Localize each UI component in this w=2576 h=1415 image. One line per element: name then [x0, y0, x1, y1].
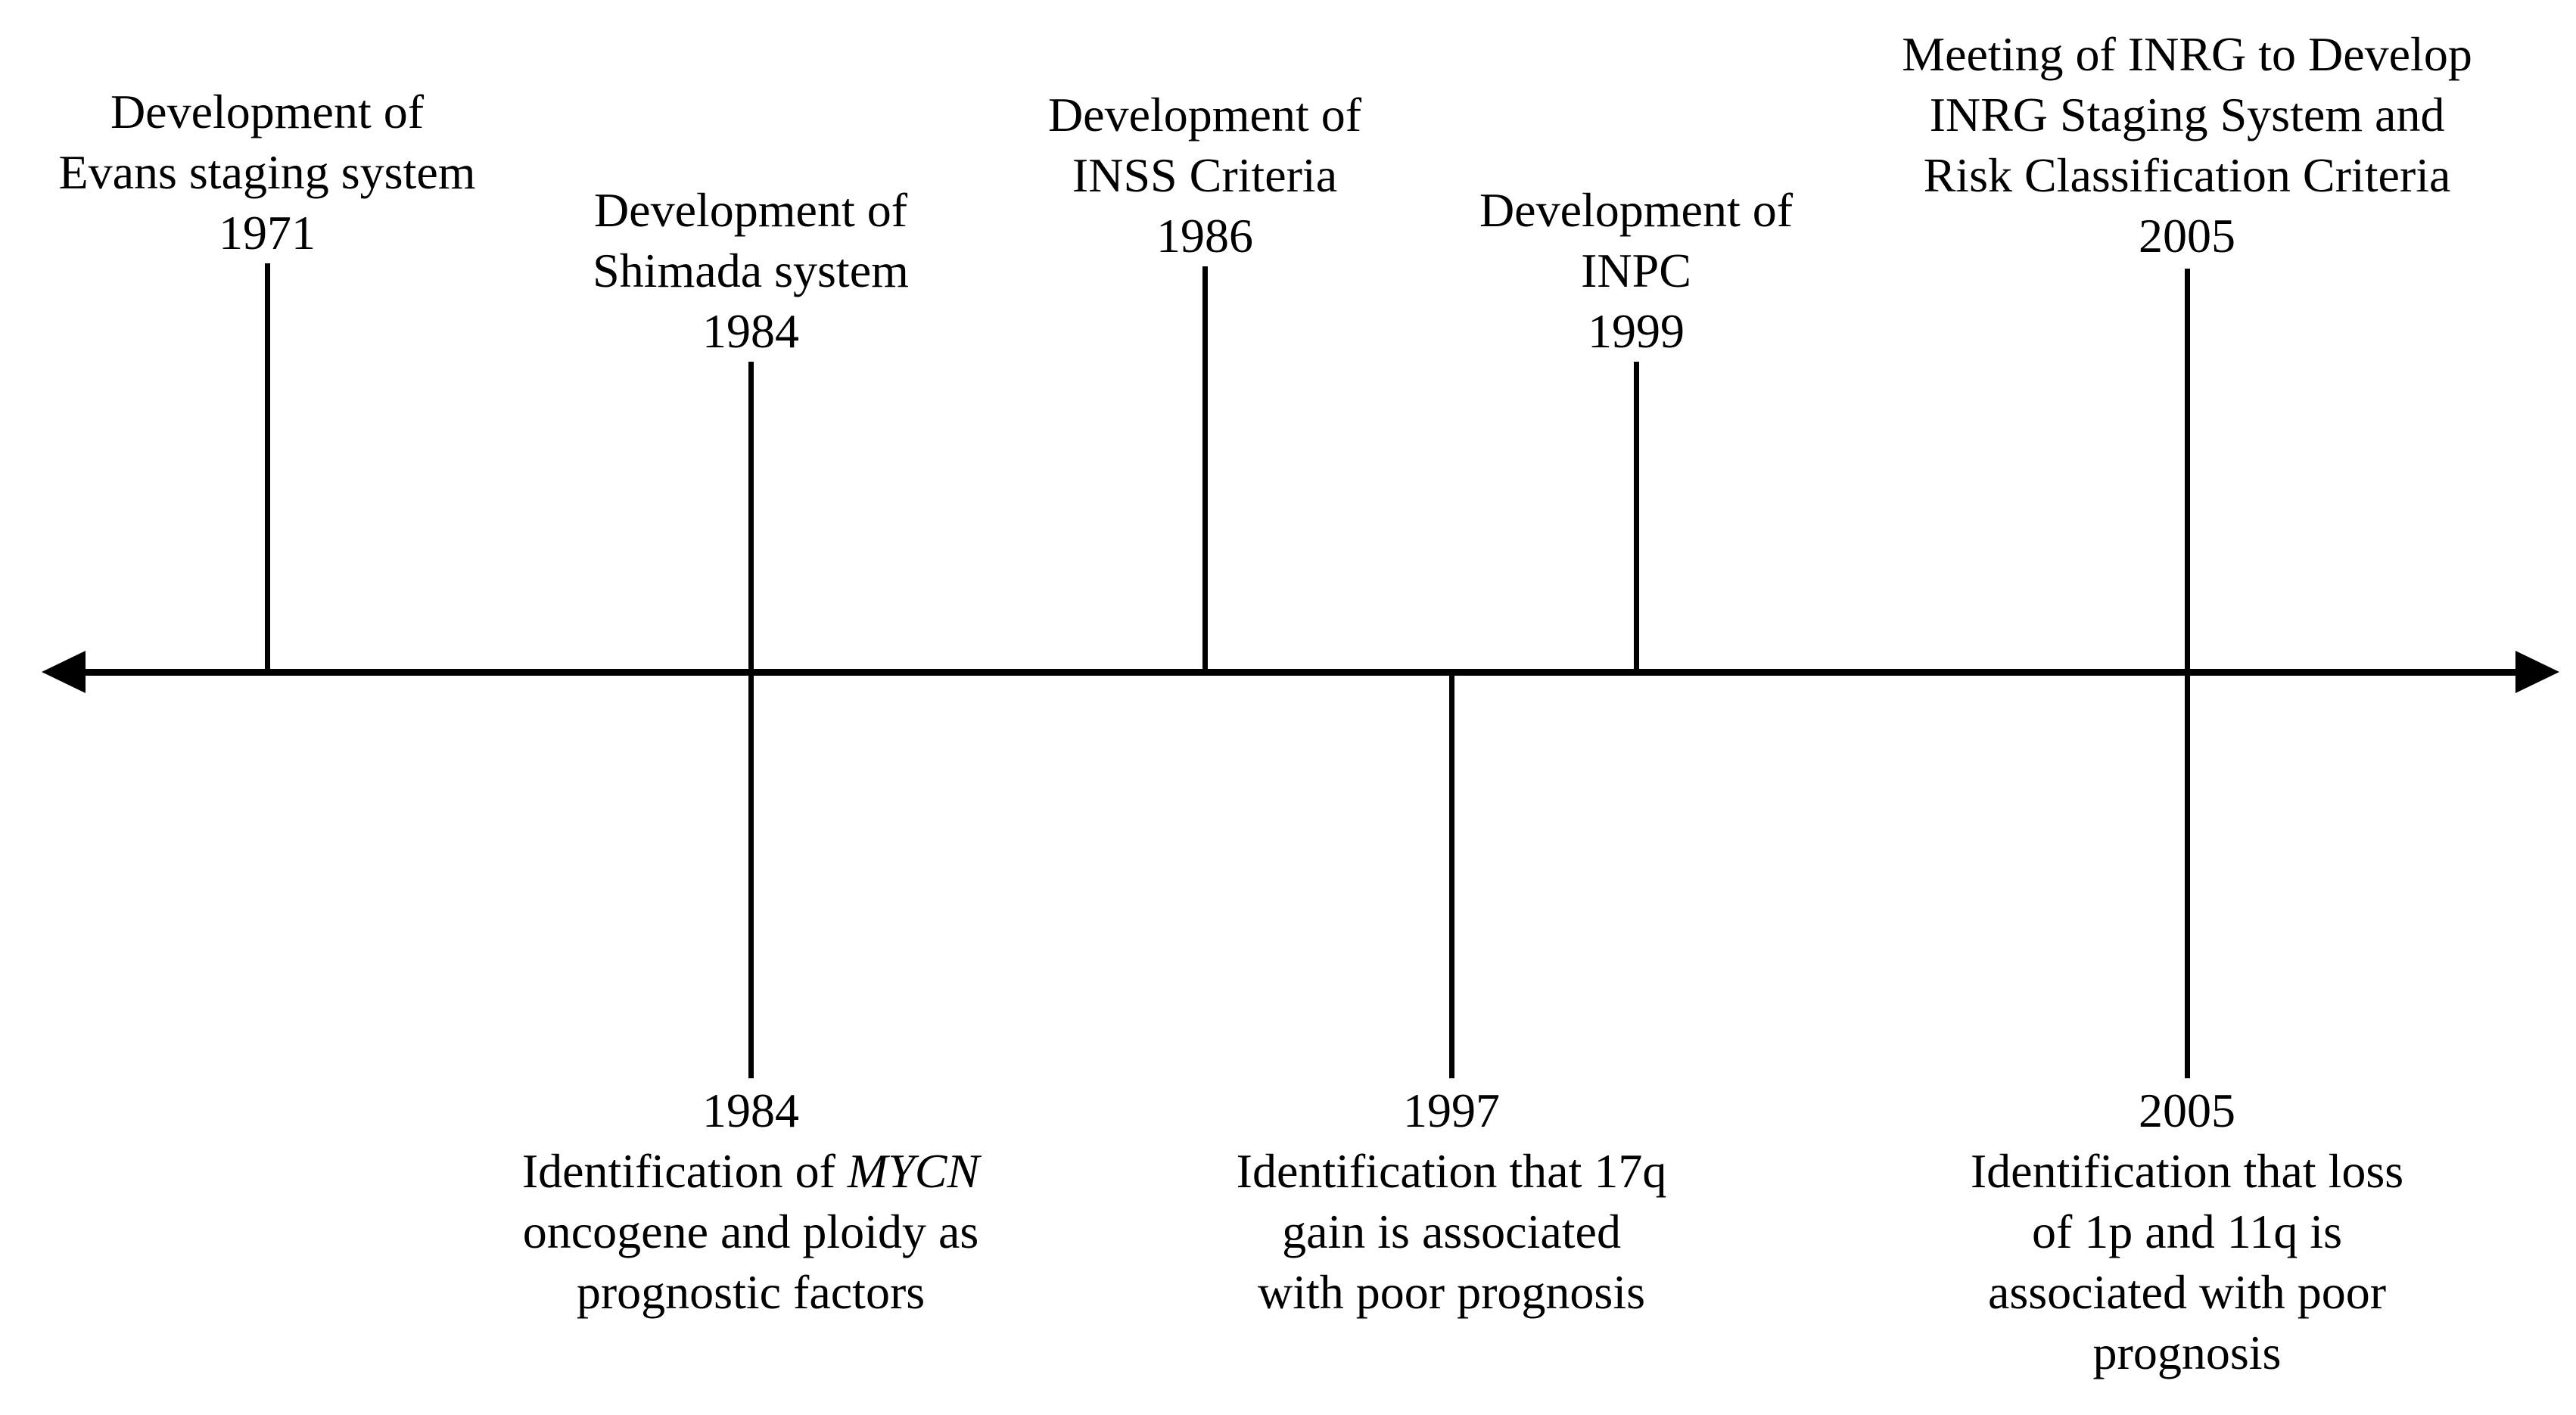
event-label-line: Identification of MYCN [522, 1141, 979, 1202]
event-label-line: with poor prognosis [1237, 1262, 1667, 1323]
event-label-line: of 1p and 11q is [1971, 1202, 2403, 1262]
event-label-line: Development of [1479, 183, 1794, 237]
event-label-line: prognosis [1971, 1323, 2403, 1383]
event-label-segment: of 1p and 11q is [2031, 1205, 2343, 1258]
event-label-segment: prognostic factors [576, 1265, 926, 1319]
event-label-line: Identification that loss [1971, 1141, 2403, 1202]
timeline-event-above: Development of Shimada system 1984 [593, 180, 909, 362]
event-tick [2185, 269, 2190, 673]
event-label-segment: oncogene and ploidy as [522, 1205, 979, 1258]
event-label-line: Meeting of INRG to Develop [1902, 27, 2472, 81]
event-label-segment: Identification of [521, 1144, 848, 1198]
left-arrowhead-icon [42, 651, 86, 693]
event-year: 1984 [702, 304, 799, 358]
event-year: 2005 [2139, 209, 2235, 263]
event-label-line: Identification that 17q [1237, 1141, 1667, 1202]
event-label-line: Development of [110, 85, 425, 138]
timeline-event-above: Development of Evans staging system 1971 [58, 82, 475, 263]
event-label-line: gain is associated [1237, 1202, 1667, 1262]
event-year: 2005 [2139, 1084, 2235, 1137]
event-tick [2185, 669, 2190, 1078]
event-label-line: associated with poor [1971, 1262, 2403, 1323]
event-label-segment: Identification that 17q [1236, 1144, 1667, 1198]
event-label-line: prognostic factors [522, 1262, 979, 1323]
event-label-segment: associated with poor [1987, 1265, 2387, 1319]
right-arrowhead-icon [2515, 651, 2559, 693]
event-label-segment: gain is associated [1282, 1205, 1621, 1258]
event-tick [1202, 266, 1208, 673]
event-label-line: Risk Classification Criteria [1923, 148, 2451, 202]
event-year: 1986 [1156, 209, 1253, 263]
timeline-axis [72, 669, 2520, 676]
event-label-segment: prognosis [2092, 1326, 2282, 1379]
event-label-segment: Identification that loss [1970, 1144, 2404, 1198]
event-label-line: INRG Staging System and [1929, 88, 2445, 142]
event-tick [265, 263, 270, 673]
event-label-line: Development of [1047, 88, 1362, 142]
timeline-event-above: Development of INSS Criteria 1986 [1048, 85, 1361, 266]
event-tick [1449, 669, 1454, 1078]
event-label-line: Shimada system [593, 244, 909, 297]
event-label-segment-italic: MYCN [847, 1144, 980, 1198]
event-tick [748, 362, 754, 673]
event-tick [1634, 362, 1639, 673]
event-year: 1984 [702, 1084, 799, 1137]
event-year: 1971 [219, 206, 316, 260]
event-label-line: Development of [593, 183, 908, 237]
event-label-line: INPC [1581, 244, 1691, 297]
event-year: 1997 [1403, 1084, 1500, 1137]
event-label-line: Evans staging system [58, 145, 476, 199]
event-year: 1999 [1588, 304, 1685, 358]
timeline-event-above: Development of INPC 1999 [1479, 180, 1793, 362]
event-label-segment: with poor prognosis [1258, 1265, 1645, 1319]
event-label-line: oncogene and ploidy as [522, 1202, 979, 1262]
event-tick [748, 669, 754, 1078]
event-label-line: INSS Criteria [1072, 148, 1338, 202]
